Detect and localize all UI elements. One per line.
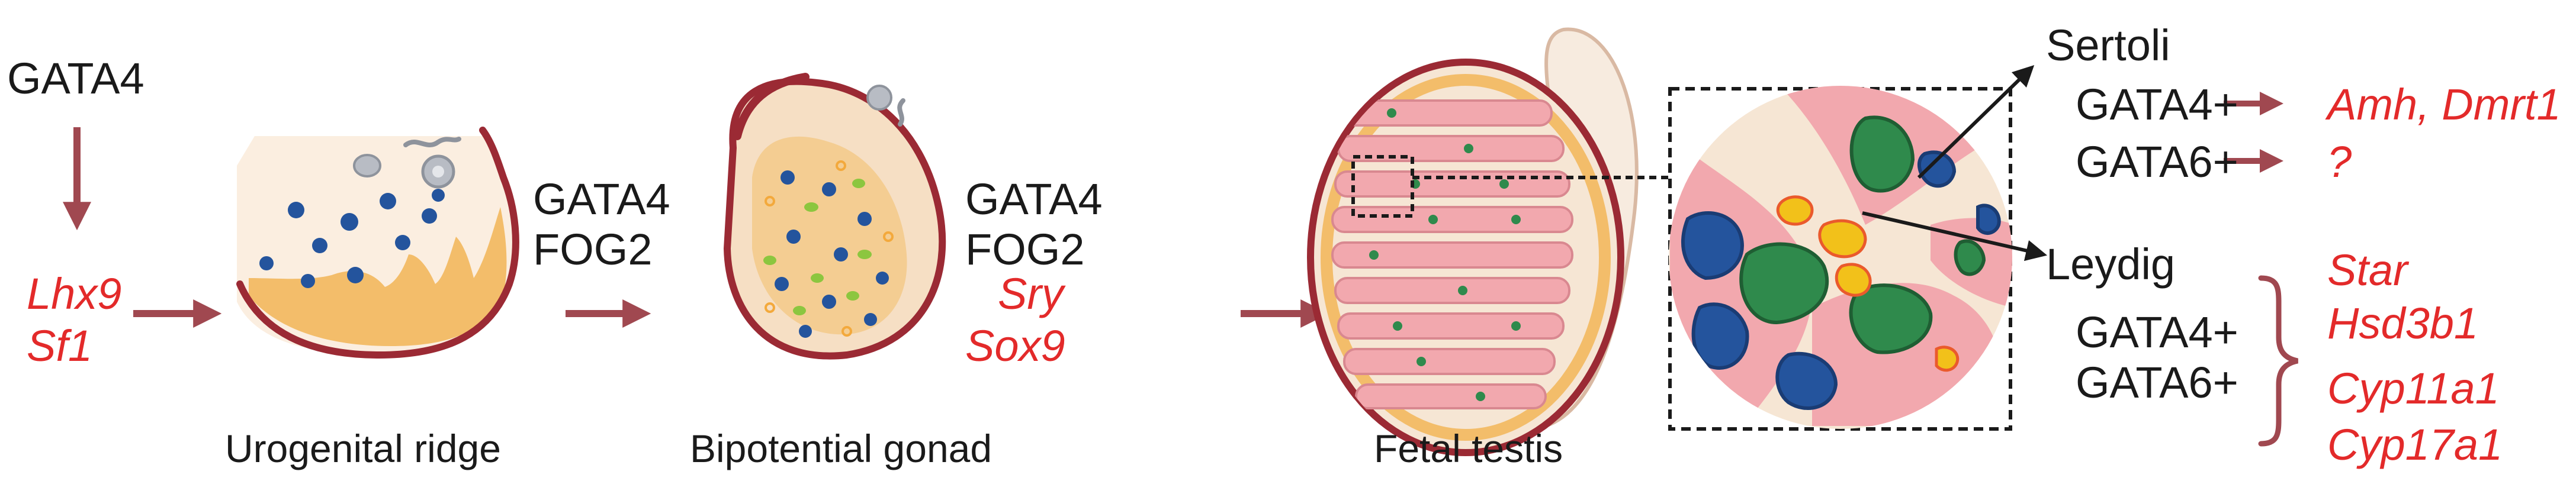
curly-brace-icon bbox=[2258, 275, 2299, 447]
caption-bipotential-gonad: Bipotential gonad bbox=[690, 427, 993, 470]
leydig-target-cyp17a1: Cyp17a1 bbox=[2327, 420, 2503, 469]
leydig-target-cyp11a1: Cyp11a1 bbox=[2327, 364, 2500, 413]
leydig-target-hsd3b1: Hsd3b1 bbox=[2327, 299, 2479, 348]
migrating-germ-cells bbox=[353, 137, 461, 189]
magnified-inset bbox=[1668, 64, 2048, 431]
step2-factor-fog2: FOG2 bbox=[965, 225, 1085, 274]
gene-sry: Sry bbox=[998, 269, 1064, 318]
gene-lhx9: Lhx9 bbox=[27, 269, 122, 318]
zoom-box-small bbox=[1351, 155, 1414, 218]
germ-cell-nuclei bbox=[763, 160, 894, 338]
process-arrows bbox=[63, 92, 2283, 328]
sertoli-gata6-targets: ? bbox=[2327, 137, 2352, 186]
sertoli-title: Sertoli bbox=[2046, 21, 2170, 70]
caption-fetal-testis: Fetal testis bbox=[1374, 427, 1563, 470]
upstream-factor: GATA4 bbox=[7, 54, 144, 103]
urogenital-ridge-illustration bbox=[236, 127, 519, 359]
step2-factor-gata4: GATA4 bbox=[965, 175, 1103, 224]
leydig-factor-gata4: GATA4+ bbox=[2076, 308, 2238, 357]
seminiferous-cords bbox=[1331, 99, 1573, 409]
step1-factor-gata4: GATA4 bbox=[533, 175, 670, 224]
sertoli-gata6-factor: GATA6+ bbox=[2076, 137, 2238, 186]
caption-urogenital-ridge: Urogenital ridge bbox=[225, 427, 501, 470]
leydig-pointer bbox=[1862, 211, 2048, 262]
sertoli-gata4-factor: GATA4+ bbox=[2076, 80, 2238, 129]
migrating-germ-cells bbox=[866, 85, 905, 127]
sertoli-gata4-targets: Amh, Dmrt1 bbox=[2327, 80, 2561, 129]
leydig-title: Leydig bbox=[2046, 240, 2176, 289]
germ-cell-nuclei bbox=[259, 189, 445, 288]
bipotential-gonad-illustration bbox=[723, 73, 946, 360]
leydig-target-star: Star bbox=[2327, 246, 2408, 295]
step1-factor-fog2: FOG2 bbox=[533, 225, 653, 274]
gene-sox9: Sox9 bbox=[965, 321, 1065, 370]
fetal-testis-illustration bbox=[1307, 27, 1670, 456]
gene-sf1: Sf1 bbox=[27, 321, 93, 370]
sertoli-pointer bbox=[1917, 64, 2035, 179]
leydig-factor-gata6: GATA6+ bbox=[2076, 358, 2238, 407]
